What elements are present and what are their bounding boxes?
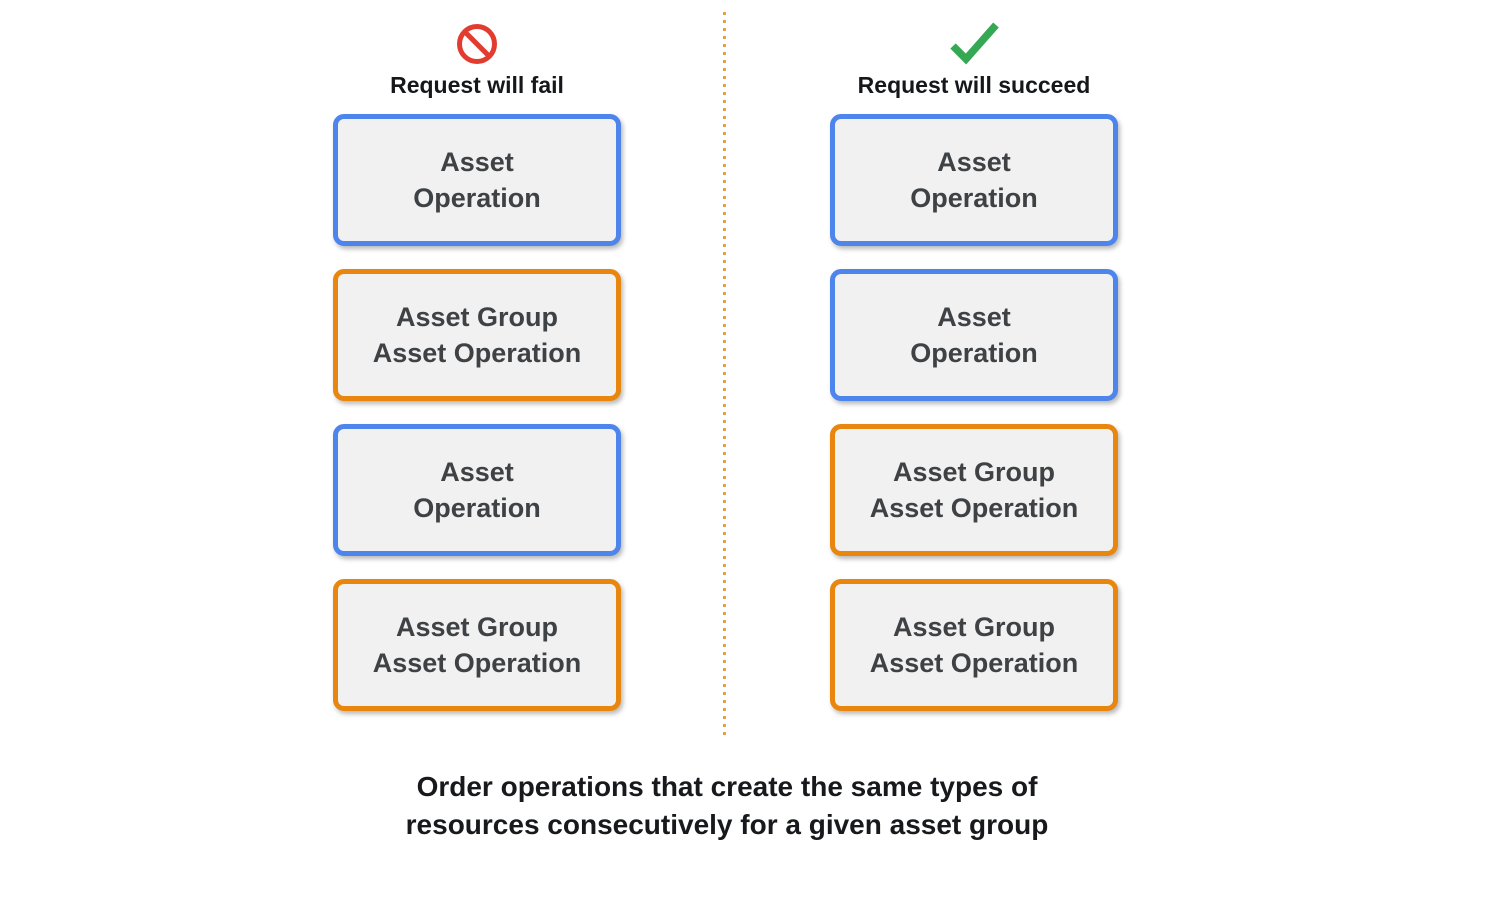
diagram-node-asset-operation: Asset Operation [830, 114, 1118, 246]
node-label-line: Asset Operation [869, 493, 1079, 523]
diagram-node-asset-group-asset-operation: Asset Group Asset Operation [830, 424, 1118, 556]
node-label-line: Operation [910, 338, 1038, 368]
caption: Order operations that create the same ty… [0, 768, 1454, 844]
prohibition-icon [455, 16, 499, 66]
diagram-node-asset-group-asset-operation: Asset Group Asset Operation [830, 579, 1118, 711]
diagram-node-asset-operation: Asset Operation [333, 114, 621, 246]
node-label-line: Asset Operation [372, 338, 582, 368]
node-label-line: Asset [937, 302, 1011, 332]
node-label-line: Operation [413, 493, 541, 523]
fail-column-title: Request will fail [390, 72, 564, 98]
node-label-line: Asset Group [892, 457, 1056, 487]
checkmark-icon [946, 16, 1002, 66]
node-label-line: Operation [910, 183, 1038, 213]
node-label-line: Asset [440, 147, 514, 177]
succeed-column-boxes: Asset Operation Asset Operation Asset Gr… [830, 114, 1118, 711]
node-label-line: Asset Group [395, 612, 559, 642]
diagram-node-asset-group-asset-operation: Asset Group Asset Operation [333, 579, 621, 711]
fail-column: Request will fail Asset Operation Asset … [333, 16, 621, 711]
node-label-line: Asset Group [892, 612, 1056, 642]
node-label-line: Asset Operation [869, 648, 1079, 678]
node-label-line: Asset [937, 147, 1011, 177]
node-label-line: Asset Group [395, 302, 559, 332]
diagram-node-asset-operation: Asset Operation [830, 269, 1118, 401]
diagram-node-asset-operation: Asset Operation [333, 424, 621, 556]
caption-line: resources consecutively for a given asse… [405, 809, 1049, 840]
succeed-column: Request will succeed Asset Operation Ass… [830, 16, 1118, 711]
node-label-line: Asset [440, 457, 514, 487]
caption-line: Order operations that create the same ty… [416, 771, 1038, 802]
succeed-column-title: Request will succeed [857, 72, 1091, 98]
fail-column-boxes: Asset Operation Asset Group Asset Operat… [333, 114, 621, 711]
column-divider [723, 12, 726, 738]
node-label-line: Operation [413, 183, 541, 213]
diagram-node-asset-group-asset-operation: Asset Group Asset Operation [333, 269, 621, 401]
node-label-line: Asset Operation [372, 648, 582, 678]
